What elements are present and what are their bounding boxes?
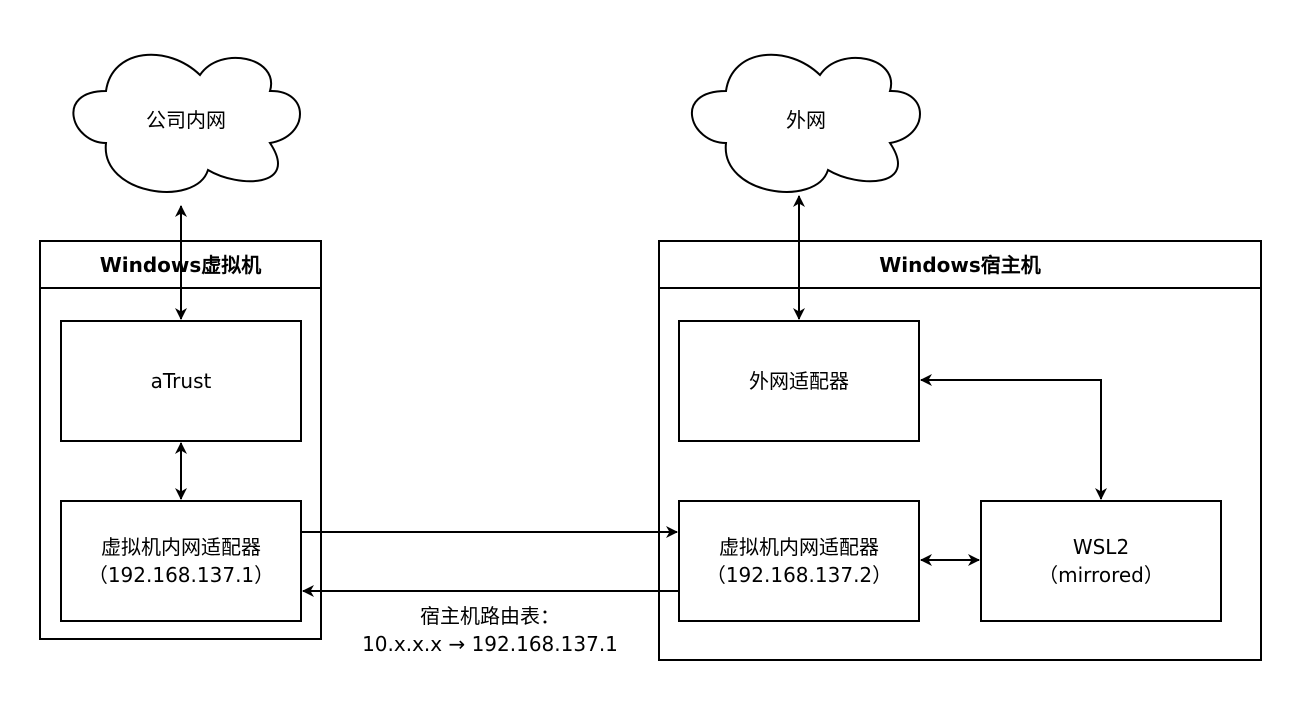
- route-caption: 宿主机路由表：: [420, 604, 560, 628]
- vm-adapter-ip: （192.168.137.1）: [87, 563, 275, 587]
- host-adapter-name: 虚拟机内网适配器: [719, 535, 879, 559]
- internet-cloud: [690, 53, 921, 193]
- vm-adapter-name: 虚拟机内网适配器: [101, 535, 261, 559]
- company-intranet-cloud: [72, 53, 301, 193]
- atrust-box: [60, 320, 302, 442]
- host-adapter-label: 虚拟机内网适配器 （192.168.137.2）: [679, 501, 919, 621]
- vm-adapter-label: 虚拟机内网适配器 （192.168.137.1）: [61, 501, 301, 621]
- internet-label: 外网: [786, 108, 826, 132]
- wsl2-label: WSL2 （mirrored）: [981, 501, 1221, 621]
- wsl2-name: WSL2: [1072, 535, 1130, 559]
- external-adapter-label: 外网适配器: [749, 369, 849, 393]
- vm-title: Windows虚拟机: [99, 253, 262, 277]
- atrust-label: aTrust: [150, 369, 212, 393]
- wsl2-mode: （mirrored）: [1038, 563, 1164, 587]
- vm-adapter-box: [60, 500, 302, 622]
- host-adapter-ip: （192.168.137.2）: [705, 563, 893, 587]
- external-adapter-wsl2-arrow: [920, 374, 1107, 500]
- external-adapter-box: [678, 320, 920, 442]
- wsl2-box: [980, 500, 1222, 622]
- host-title: Windows宿主机: [879, 253, 1041, 277]
- route-rule: 10.x.x.x → 192.168.137.1: [362, 632, 618, 656]
- company-intranet-label: 公司内网: [146, 108, 226, 132]
- host-adapter-box: [678, 500, 920, 622]
- route-table-label: 宿主机路由表： 10.x.x.x → 192.168.137.1: [330, 598, 650, 662]
